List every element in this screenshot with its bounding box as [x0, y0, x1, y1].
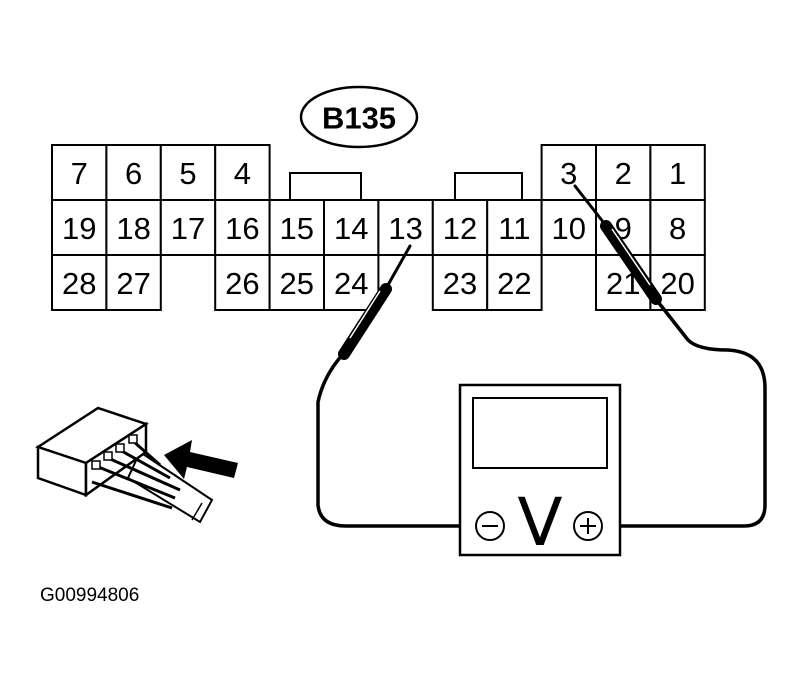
negative-probe-body: [338, 283, 392, 360]
voltmeter-symbol: V: [517, 484, 562, 561]
pin-cell: 8: [649, 199, 706, 256]
pin-cell-outline: [323, 199, 380, 256]
pin-cell: 6: [105, 144, 162, 201]
voltmeter: V: [458, 383, 622, 561]
pin-cell-outline: [214, 144, 271, 201]
pin-cell: 10: [540, 199, 597, 256]
pin-label: 28: [62, 266, 96, 301]
pin-cell-outline: [486, 254, 543, 311]
pin-cell: 22: [486, 254, 543, 311]
pin-cell: 13: [377, 199, 434, 256]
pin-label: 24: [334, 266, 368, 301]
negative-probe: [316, 244, 478, 528]
pin-label: 4: [234, 156, 251, 191]
pin-label: 19: [62, 211, 96, 246]
negative-lead-wire: [316, 350, 478, 528]
pin-cell: 1: [649, 144, 706, 201]
pin-cell-outline: [105, 199, 162, 256]
pin-cell: 19: [51, 199, 108, 256]
pin-cell-outline: [51, 199, 108, 256]
pin-cell: 5: [159, 144, 217, 201]
pin-label: 18: [116, 211, 150, 246]
pin-cell: 4: [214, 144, 271, 201]
pin-label: 17: [171, 211, 205, 246]
pin-cell: 16: [214, 199, 271, 256]
pin-label: 7: [71, 156, 88, 191]
pin-label: 10: [552, 211, 586, 246]
pin-cell: 23: [431, 254, 489, 311]
pin-cell: 11: [486, 199, 543, 256]
pin-cell: 17: [159, 199, 217, 256]
pin-label: 23: [443, 266, 477, 301]
latch-tab-right: [454, 172, 523, 201]
pin-cell: 14: [323, 199, 380, 256]
positive-lead-wire: [600, 296, 767, 528]
pin-label: 5: [179, 156, 196, 191]
positive-probe-highlight: [611, 228, 651, 286]
pin-label: 15: [280, 211, 314, 246]
pin-cell: 3: [540, 144, 597, 201]
pin-label: 8: [669, 211, 686, 246]
pin-label: 6: [125, 156, 142, 191]
pin-cell: 18: [105, 199, 162, 256]
connector-inset-illustration: [35, 406, 238, 524]
pin-cell-outline: [431, 254, 489, 311]
pin-cell-outline: [51, 144, 108, 201]
pin-cell-outline: [540, 199, 597, 256]
pin-cell: 7: [51, 144, 108, 201]
pin-cell-outline: [649, 144, 706, 201]
pin-cell: 27: [105, 254, 162, 311]
pin-label: 26: [225, 266, 259, 301]
pin-cell: 15: [268, 199, 326, 256]
pin-cell-outline: [159, 144, 217, 201]
pin-label: 3: [560, 156, 577, 191]
figure-code: G00994806: [40, 585, 139, 606]
pin-cell-outline: [486, 199, 543, 256]
plus-icon: [573, 511, 603, 541]
pin-label: 27: [116, 266, 150, 301]
connector-id-oval: [299, 85, 419, 149]
pin-cell-outline: [377, 199, 434, 256]
pin-label: 16: [225, 211, 259, 246]
pin-label: 14: [334, 211, 368, 246]
pin-cell-outline: [105, 254, 162, 311]
connector-id-label: B135: [299, 85, 419, 149]
pin-cell: 24: [323, 254, 380, 311]
pin-label: 20: [660, 266, 694, 301]
pin-cell-outline: [268, 254, 326, 311]
pin-label: 11: [498, 211, 530, 246]
connector-id-text: B135: [322, 101, 396, 136]
pin-cell: 28: [51, 254, 108, 311]
voltmeter-display: [472, 397, 608, 469]
pin-label: 13: [388, 211, 422, 246]
pin-cell-outline: [323, 254, 380, 311]
arrow-left-icon: [164, 440, 238, 479]
pin-label: 1: [669, 156, 686, 191]
pin-cell: 2: [595, 144, 652, 201]
pin-cell: 25: [268, 254, 326, 311]
latch-tab-left: [289, 172, 362, 201]
pin-label: 12: [443, 211, 477, 246]
pin-cell: 12: [431, 199, 489, 256]
positive-probe-body: [600, 220, 662, 305]
positive-probe: [573, 184, 767, 528]
negative-probe-highlight: [349, 290, 381, 339]
minus-icon: [475, 511, 505, 541]
pin-cell: 26: [214, 254, 271, 311]
pin-label: 25: [280, 266, 314, 301]
pin-label: 22: [497, 266, 531, 301]
pin-label: 2: [615, 156, 632, 191]
